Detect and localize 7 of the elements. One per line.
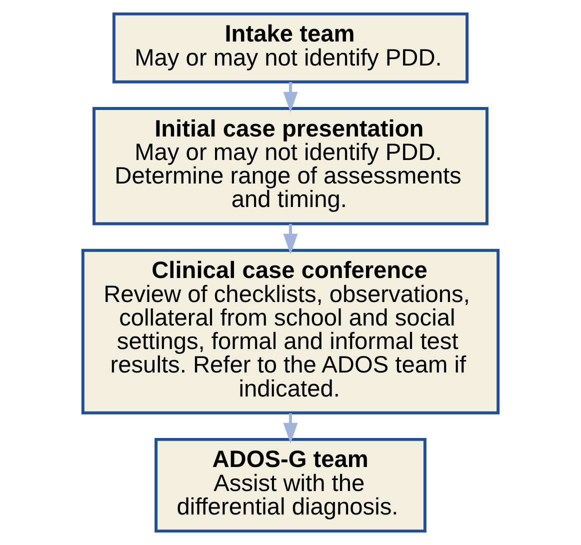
arrow xyxy=(283,82,298,113)
node-box: Clinical case conference Review of checklists, observations, collateral from school and social settings, formal and informal test results. Refer to the ADOS team if indicated. xyxy=(81,248,500,414)
node-box: Intake team May or may not identify PDD. xyxy=(112,12,469,84)
node-box: Initial case presentation May or may not identify PDD. Determine range of assessments and timing. xyxy=(92,107,488,226)
node-box: ADOS-G team Assist with the differential diagnosis. xyxy=(154,438,426,533)
arrow xyxy=(283,413,298,444)
arrow xyxy=(283,224,298,255)
